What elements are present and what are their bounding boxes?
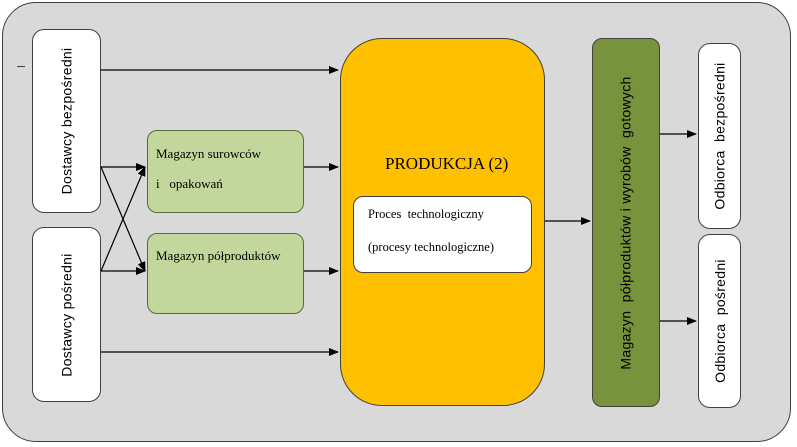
process-label-line2: (procesy technologiczne) <box>368 240 494 254</box>
semi-products-warehouse-box: Magazyn półproduktów <box>147 233 304 314</box>
production-title: PRODUKCJA (2) <box>385 154 509 173</box>
supplier-indirect-box: Dostawcy pośredni <box>32 227 101 402</box>
recipient-indirect-box: Odbiorca pośredni <box>698 234 741 408</box>
raw-warehouse-label-line1: Magazyn surowców <box>156 146 262 161</box>
recipient-direct-box: Odbiorca bezpośredni <box>698 43 741 229</box>
process-label-line1: Proces technologiczny <box>368 207 484 221</box>
raw-warehouse-label-line2: i opakowań <box>156 176 223 191</box>
finished-goods-warehouse-box: Magazyn półproduktów i wyrobów gotowych <box>592 38 660 407</box>
arrow-indirect-supplier-to-raw-warehouse <box>100 166 146 272</box>
process-box: Proces technologiczny (procesy technolog… <box>353 196 532 273</box>
raw-materials-warehouse-box: Magazyn surowców i opakowań <box>147 130 304 213</box>
semi-warehouse-label: Magazyn półproduktów <box>156 248 281 263</box>
frame-mark <box>17 66 25 67</box>
supplier-direct-box: Dostawcy bezpośredni <box>32 29 101 213</box>
production-box: PRODUKCJA (2) Proces technologiczny (pro… <box>340 38 545 406</box>
